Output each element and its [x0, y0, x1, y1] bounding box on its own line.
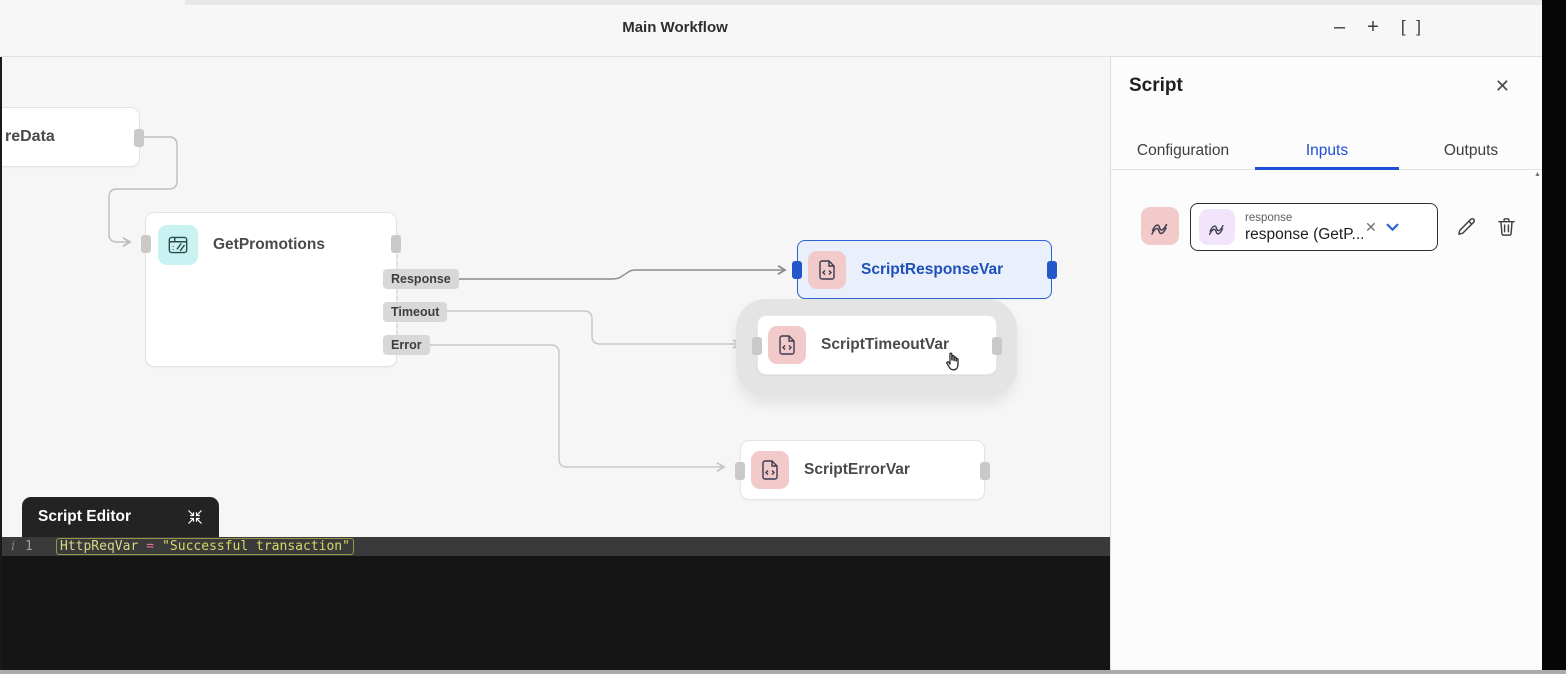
titlebar: Main Workflow – + [ ] [0, 0, 1542, 57]
titlebar-accent-strip [185, 0, 1542, 5]
port-badge-response[interactable]: Response [383, 269, 459, 289]
input-variable-select[interactable]: response response (GetP... ✕ [1190, 203, 1438, 251]
window-title: Main Workflow [622, 19, 728, 36]
minimize-icon[interactable]: – [1334, 16, 1346, 38]
scrollbar-up-arrow[interactable]: ▲ [1534, 171, 1541, 178]
node-redata-label: reData [5, 128, 55, 145]
node-redata-output-handle[interactable] [134, 129, 144, 147]
active-tab-underline [1255, 167, 1399, 170]
edit-icon[interactable] [1455, 215, 1478, 238]
node-scriptresponsevar[interactable]: ScriptResponseVar [792, 240, 1057, 299]
tab-configuration[interactable]: Configuration [1136, 142, 1230, 159]
delete-icon[interactable] [1495, 215, 1518, 238]
window-controls: – + [ ] [1334, 12, 1424, 42]
node-getpromotions[interactable]: GetPromotions [141, 212, 401, 367]
code-file-icon [808, 250, 846, 289]
node-scriptresponsevar-label: ScriptResponseVar [861, 260, 1004, 278]
window-right-black-strip [1542, 0, 1566, 674]
chevron-down-icon[interactable] [1386, 223, 1399, 232]
node-scripterrorvar-input-handle[interactable] [735, 462, 745, 480]
node-scripttimeoutvar-label: ScriptTimeoutVar [821, 336, 950, 353]
input-field-label: response [1245, 211, 1293, 224]
code-file-icon [768, 326, 806, 364]
tab-inputs[interactable]: Inputs [1305, 142, 1349, 159]
edge-response-to-scriptresponsevar [451, 270, 785, 280]
script-editor-active-line[interactable]: i 1 HttpReqVar = "Successful transaction" [0, 537, 1110, 556]
node-scripterrorvar-output-handle[interactable] [980, 462, 990, 480]
zoom-plus-icon[interactable]: + [1367, 16, 1379, 38]
fullscreen-icon[interactable]: [ ] [1400, 17, 1424, 36]
window-bottom-edge [0, 670, 1566, 674]
node-scripterrorvar-label: ScriptErrorVar [804, 461, 910, 478]
workflow-canvas[interactable]: reData GetPromotions Response Timeout Er… [0, 57, 1110, 674]
hand-cursor-icon [946, 352, 959, 371]
line-number: 1 [25, 539, 33, 554]
node-scriptresponsevar-output-handle[interactable] [1047, 261, 1057, 279]
code-variable-token: HttpReqVar [60, 539, 139, 554]
script-editor-tab[interactable]: Script Editor [22, 497, 219, 537]
node-scripttimeoutvar-input-handle[interactable] [752, 337, 762, 355]
node-scriptresponsevar-input-handle[interactable] [792, 261, 802, 279]
workflow-edges [108, 136, 1110, 674]
clear-selection-icon[interactable]: ✕ [1365, 218, 1377, 235]
script-variable-icon [1199, 209, 1235, 245]
window-left-edge [0, 57, 2, 674]
script-editor-tab-label: Script Editor [38, 508, 132, 525]
tab-outputs[interactable]: Outputs [1443, 142, 1499, 159]
input-mapping-row: response response (GetP... ✕ [1111, 203, 1543, 253]
script-variable-icon [1141, 207, 1179, 245]
node-getpromotions-input-handle[interactable] [141, 235, 151, 253]
code-selection-box[interactable]: HttpReqVar = "Successful transaction" [56, 538, 354, 555]
edge-timeout-to-scripttimeoutvar [440, 310, 740, 344]
script-properties-panel: Script ✕ Configuration Inputs Outputs ▲ [1110, 57, 1543, 674]
edge-redata-to-getpromotions [108, 136, 178, 242]
port-badge-error[interactable]: Error [383, 335, 430, 355]
gutter-info-marker: i [11, 539, 16, 554]
port-badge-timeout[interactable]: Timeout [383, 302, 448, 322]
code-file-icon [751, 451, 789, 489]
node-scripttimeoutvar-output-handle[interactable] [992, 337, 1002, 355]
script-editor-body[interactable] [0, 556, 1110, 674]
http-request-icon [158, 225, 198, 265]
code-string-token: "Successful transaction" [162, 539, 350, 554]
edge-error-to-scripterrorvar [422, 344, 724, 467]
node-getpromotions-label: GetPromotions [213, 236, 325, 253]
node-getpromotions-output-handle[interactable] [391, 235, 401, 253]
code-operator-token: = [146, 539, 155, 554]
node-scripterrorvar[interactable]: ScriptErrorVar [735, 440, 990, 500]
select-texts: response response (GetP... [1245, 211, 1363, 244]
close-icon[interactable]: ✕ [1494, 76, 1510, 96]
panel-tabs: Configuration Inputs Outputs [1111, 131, 1543, 170]
input-field-value: response (GetP... [1245, 225, 1363, 243]
panel-title: Script [1129, 75, 1183, 96]
node-redata[interactable]: reData [0, 107, 144, 167]
collapse-panel-icon[interactable] [187, 509, 203, 525]
